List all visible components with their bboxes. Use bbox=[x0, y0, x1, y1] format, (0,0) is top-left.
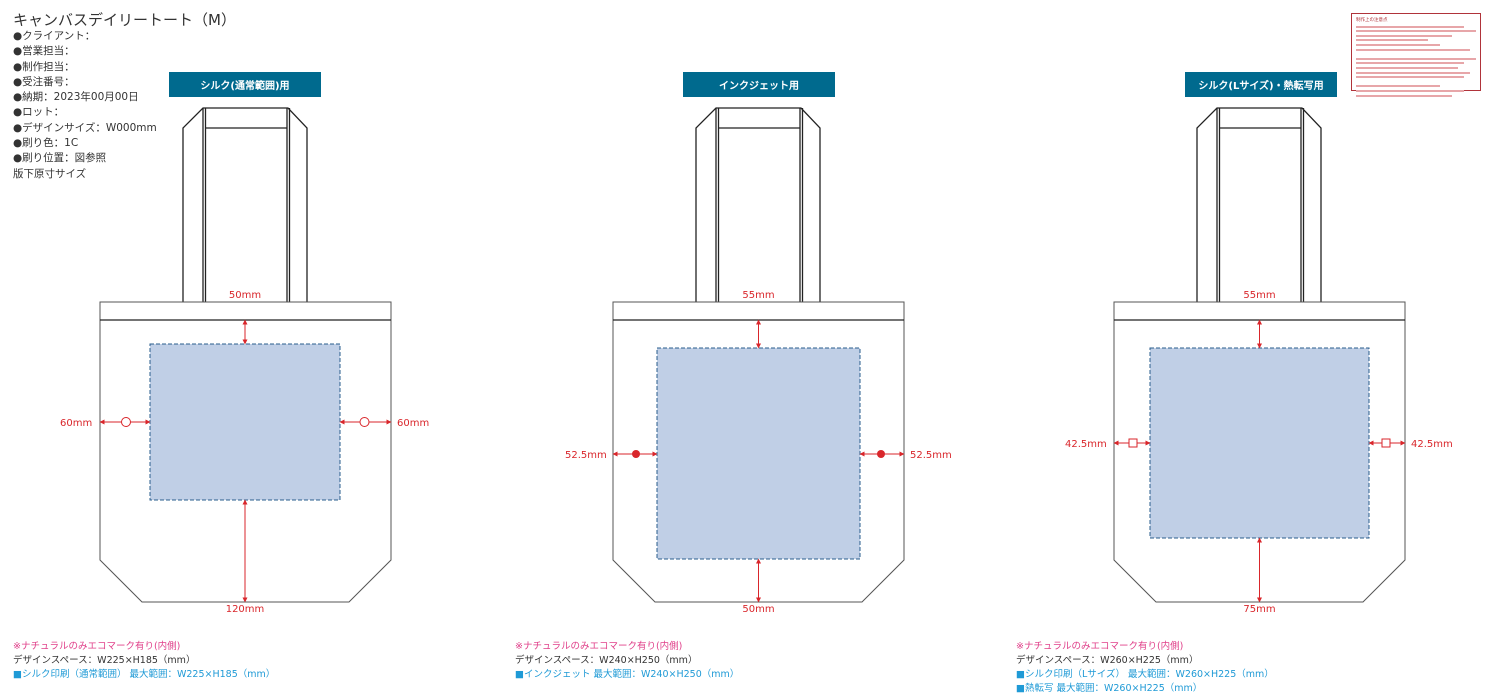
bag-handle bbox=[695, 107, 821, 302]
info-print-color: ●刷り色：1C bbox=[13, 137, 79, 150]
bag-header-silk-standard: シルク(通常範囲)用 bbox=[169, 72, 321, 97]
print-range: ■シルク印刷（Lサイズ） 最大範囲：W260×H225（mm） bbox=[1016, 669, 1274, 680]
bag-footer-2: ※ナチュラルのみエコマーク有り(内側) デザインスペース：W240×H250（m… bbox=[515, 640, 739, 682]
tote-bag-1: 50mm 120mm 60mm 60mm bbox=[60, 107, 429, 615]
left-margin-label: 60mm bbox=[60, 418, 92, 429]
eco-note: ※ナチュラルのみエコマーク有り(内側) bbox=[1016, 641, 1184, 652]
production-notes-box: 制作上の注意点 bbox=[1351, 13, 1481, 97]
right-margin-label: 60mm bbox=[397, 418, 429, 429]
info-order-number: ●受注番号： bbox=[13, 75, 75, 88]
note-line bbox=[1356, 66, 1458, 69]
notes-title: 制作上の注意点 bbox=[1356, 18, 1388, 23]
filled-circle-marker-icon bbox=[632, 450, 640, 458]
info-lot: ●ロット： bbox=[13, 106, 65, 119]
top-margin-label: 55mm bbox=[742, 290, 774, 301]
bottom-margin-label: 50mm bbox=[742, 604, 774, 615]
design-space: デザインスペース：W260×H225（mm） bbox=[1016, 655, 1199, 666]
order-info: ●クライアント： ●営業担当： ●制作担当： ●受注番号： ●納期：2023年0… bbox=[13, 29, 157, 182]
design-space: デザインスペース：W240×H250（mm） bbox=[515, 655, 698, 666]
left-margin-label: 42.5mm bbox=[1065, 439, 1107, 450]
page-title: キャンバスデイリートート（M） bbox=[13, 11, 236, 29]
open-square-marker-icon bbox=[1128, 438, 1138, 448]
note-line bbox=[1356, 25, 1464, 28]
eco-note: ※ナチュラルのみエコマーク有り(内側) bbox=[515, 641, 683, 652]
note-line bbox=[1356, 71, 1470, 74]
left-margin-label: 52.5mm bbox=[565, 450, 607, 461]
note-line bbox=[1356, 30, 1476, 33]
note-line bbox=[1356, 43, 1440, 46]
bag-handle bbox=[1196, 107, 1322, 302]
bag-handle bbox=[182, 107, 308, 302]
eco-note: ※ナチュラルのみエコマーク有り(内側) bbox=[13, 641, 181, 652]
right-margin-label: 52.5mm bbox=[910, 450, 952, 461]
bag-header-silk-large: シルク(Lサイズ)・熱転写用 bbox=[1185, 72, 1337, 97]
note-line bbox=[1356, 57, 1476, 60]
open-circle-marker-icon bbox=[121, 417, 131, 427]
bag-footer-3: ※ナチュラルのみエコマーク有り(内側) デザインスペース：W260×H225（m… bbox=[1016, 640, 1274, 696]
note-line bbox=[1356, 48, 1470, 51]
info-print-position: ●刷り位置：図参照 bbox=[13, 152, 107, 165]
note-line bbox=[1356, 76, 1464, 79]
info-sales: ●営業担当： bbox=[13, 45, 75, 58]
note-line bbox=[1356, 34, 1452, 37]
open-square-marker-icon bbox=[1381, 438, 1391, 448]
print-area bbox=[656, 347, 861, 560]
filled-circle-marker-icon bbox=[877, 450, 885, 458]
print-area bbox=[1149, 347, 1370, 539]
info-design-size: ●デザインサイズ：W000mm bbox=[13, 121, 157, 134]
bottom-margin-label: 75mm bbox=[1243, 604, 1275, 615]
info-client: ●クライアント： bbox=[13, 30, 96, 42]
design-space: デザインスペース：W225×H185（mm） bbox=[13, 655, 196, 666]
bag-footer-1: ※ナチュラルのみエコマーク有り(内側) デザインスペース：W225×H185（m… bbox=[13, 640, 275, 682]
top-margin-label: 55mm bbox=[1243, 290, 1275, 301]
print-range: ■シルク印刷（通常範囲） 最大範囲：W225×H185（mm） bbox=[13, 669, 276, 680]
info-deadline: ●納期：2023年00月00日 bbox=[13, 91, 139, 104]
info-production: ●制作担当： bbox=[13, 60, 75, 73]
print-range: ■熱転写 最大範囲：W260×H225（mm） bbox=[1016, 683, 1203, 694]
top-margin-label: 50mm bbox=[229, 290, 261, 301]
tote-bag-2: 55mm 50mm 52.5mm 52.5mm bbox=[565, 107, 952, 615]
bottom-margin-label: 120mm bbox=[226, 604, 265, 615]
open-circle-marker-icon bbox=[359, 417, 370, 427]
note-line bbox=[1356, 89, 1464, 92]
print-range: ■インクジェット 最大範囲：W240×H250（mm） bbox=[515, 669, 740, 680]
note-line bbox=[1356, 85, 1440, 88]
print-area bbox=[149, 343, 341, 501]
right-margin-label: 42.5mm bbox=[1411, 439, 1453, 450]
note-line bbox=[1356, 94, 1452, 97]
info-scale-note: 版下原寸サイズ bbox=[13, 167, 87, 180]
tote-bag-3: 55mm 75mm 42.5mm 42.5mm bbox=[1065, 107, 1453, 615]
note-line bbox=[1356, 62, 1464, 65]
note-line bbox=[1356, 39, 1428, 42]
bag-header-inkjet: インクジェット用 bbox=[683, 72, 835, 97]
